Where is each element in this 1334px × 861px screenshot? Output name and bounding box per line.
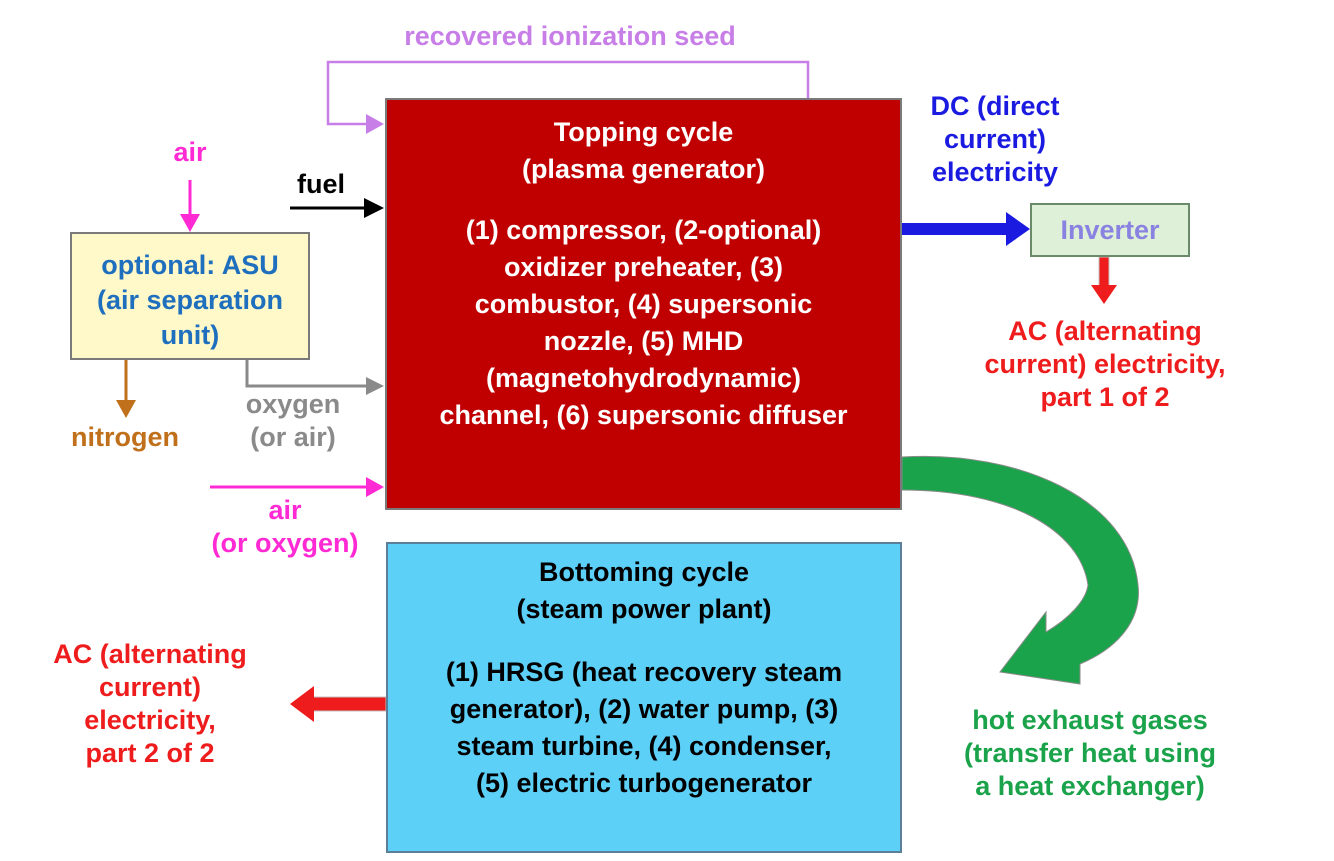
air-bottom-label-line: (or oxygen) bbox=[211, 528, 359, 558]
topping-body-line: combustor, (4) supersonic bbox=[474, 289, 813, 319]
fuel-arrowhead bbox=[364, 198, 384, 218]
oxygen-arrow bbox=[245, 360, 370, 388]
ac-part2-line: part 2 of 2 bbox=[85, 738, 215, 768]
asu-line: optional: ASU bbox=[101, 250, 279, 280]
air-bottom-label: air (or oxygen) bbox=[205, 494, 365, 560]
topping-title: Topping cycle bbox=[553, 117, 734, 147]
air-bottom-label-line: air bbox=[268, 495, 302, 525]
ac-part2-line: current) bbox=[98, 672, 201, 702]
oxygen-label-line: oxygen bbox=[245, 389, 341, 419]
bottoming-subtitle: (steam power plant) bbox=[516, 594, 772, 624]
dc-arrowhead bbox=[1006, 212, 1030, 246]
dc-label-line: current) bbox=[943, 124, 1046, 154]
dc-label: DC (direct current) electricity bbox=[905, 90, 1085, 189]
fuel-label: fuel bbox=[296, 169, 345, 199]
exhaust-curved-arrow bbox=[901, 455, 1139, 685]
topping-cycle-box: Topping cycle (plasma generator) (1) com… bbox=[385, 98, 902, 510]
bottoming-title: Bottoming cycle bbox=[538, 557, 750, 587]
oxygen-label: oxygen (or air) bbox=[228, 388, 358, 454]
air-bottom-arrowhead bbox=[366, 477, 384, 497]
exhaust-label-line: a heat exchanger) bbox=[975, 771, 1205, 801]
bottoming-body-line: (5) electric turbogenerator bbox=[475, 768, 813, 798]
dc-label-line: DC (direct bbox=[930, 91, 1060, 121]
bottoming-body-line: generator), (2) water pump, (3) bbox=[449, 694, 839, 724]
ac-part1-line: part 1 of 2 bbox=[1040, 382, 1170, 412]
exhaust-label: hot exhaust gases (transfer heat using a… bbox=[935, 704, 1245, 803]
bottoming-cycle-box: Bottoming cycle (steam power plant) (1) … bbox=[386, 542, 902, 853]
ac2-arrowhead bbox=[290, 686, 314, 722]
exhaust-label-line: (transfer heat using bbox=[963, 738, 1217, 768]
seed-loop-arrowhead bbox=[366, 114, 384, 134]
ac-part1-line: current) electricity, bbox=[984, 349, 1226, 379]
asu-line: (air separation bbox=[96, 285, 284, 315]
air-to-asu-arrowhead bbox=[180, 214, 200, 232]
ac-part2-line: AC (alternating bbox=[53, 639, 247, 669]
asu-box: optional: ASU (air separation unit) bbox=[70, 232, 310, 360]
topping-body-line: nozzle, (5) MHD bbox=[543, 326, 744, 356]
ac2-arrow-shaft bbox=[309, 696, 387, 712]
nitrogen-label: nitrogen bbox=[71, 422, 179, 452]
oxygen-arrowhead bbox=[366, 377, 384, 395]
recovered-seed-label: recovered ionization seed bbox=[404, 21, 736, 51]
asu-line: unit) bbox=[160, 320, 220, 350]
seed-loop-arrow bbox=[326, 60, 810, 126]
inverter-ac-arrowhead bbox=[1091, 285, 1117, 304]
topping-body-line: channel, (6) supersonic diffuser bbox=[439, 400, 848, 430]
ac-part2-line: electricity, bbox=[84, 705, 216, 735]
inverter-ac-arrow-shaft bbox=[1098, 256, 1110, 288]
bottoming-body-line: steam turbine, (4) condenser, bbox=[456, 731, 832, 761]
nitrogen-arrowhead bbox=[116, 400, 136, 418]
ac-part1-line: AC (alternating bbox=[1008, 316, 1202, 346]
dc-label-line: electricity bbox=[931, 157, 1059, 187]
inverter-box: Inverter bbox=[1030, 203, 1190, 257]
topping-body-line: (1) compressor, (2-optional) bbox=[465, 215, 822, 245]
inverter-label: Inverter bbox=[1060, 215, 1160, 245]
topping-body-line: oxidizer preheater, (3) bbox=[503, 252, 784, 282]
dc-arrow-shaft bbox=[902, 223, 1010, 235]
topping-subtitle: (plasma generator) bbox=[521, 154, 766, 184]
topping-body-line: (magnetohydrodynamic) bbox=[485, 363, 802, 393]
exhaust-label-line: hot exhaust gases bbox=[972, 705, 1208, 735]
ac-part1-label: AC (alternating current) electricity, pa… bbox=[960, 315, 1250, 414]
oxygen-label-line: (or air) bbox=[250, 422, 336, 452]
bottoming-body-line: (1) HRSG (heat recovery steam bbox=[445, 657, 843, 687]
ac-part2-label: AC (alternating current) electricity, pa… bbox=[40, 638, 260, 770]
air-top-label: air bbox=[173, 137, 207, 167]
